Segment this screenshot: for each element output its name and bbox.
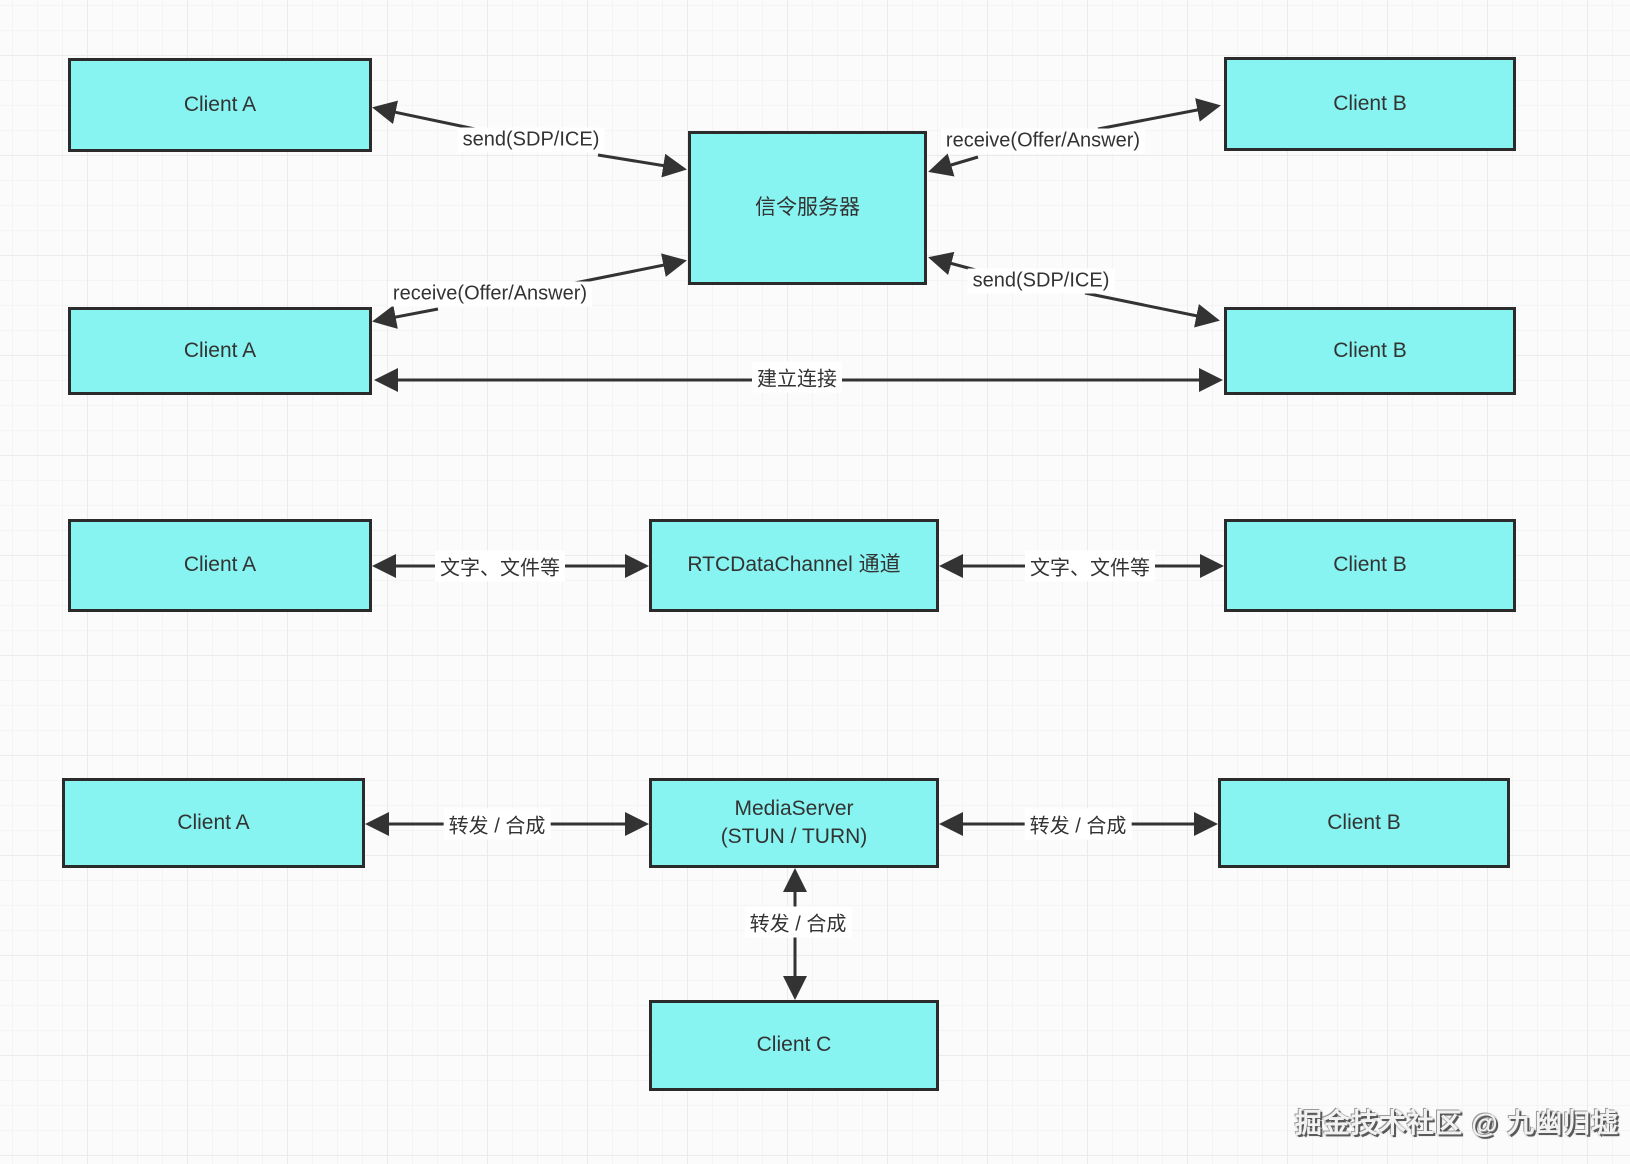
edge-label-receive-offer-left: receive(Offer/Answer) [387, 281, 593, 307]
node-label: Client C [756, 1033, 832, 1057]
node-rtc-data-channel: RTCDataChannel 通道 [649, 519, 939, 612]
node-label: Client A [177, 810, 250, 834]
edge-label-send-sdp-left: send(SDP/ICE) [457, 127, 605, 153]
node-label: Client B [1333, 91, 1407, 115]
node-client-a-row2: Client A [68, 307, 372, 395]
media-server-line2: (STUN / TURN) [720, 825, 868, 848]
node-label: Client A [183, 338, 257, 362]
edge-send-sdp-to-clienta1 [372, 100, 476, 131]
media-server-line1: MediaServer [734, 796, 854, 820]
edge-label-forward-compose-left: 转发 / 合成 [443, 808, 551, 840]
edge-label-text-files-left: 文字、文件等 [435, 550, 565, 582]
edge-label-forward-compose-right: 转发 / 合成 [1024, 808, 1132, 840]
node-client-b-row1: Client B [1224, 57, 1516, 151]
edge-label-text-files-right: 文字、文件等 [1025, 550, 1155, 582]
node-signaling-server: 信令服务器 [688, 131, 927, 285]
node-label: RTCDataChannel 通道 [687, 553, 901, 577]
edge-receive-to-server-right [928, 153, 979, 177]
node-client-b-row4: Client B [1218, 778, 1510, 868]
node-label: Client B [1333, 338, 1407, 362]
edge-label-forward-compose-down: 转发 / 合成 [744, 906, 852, 938]
node-label: Client A [183, 92, 257, 116]
node-label: Client A [183, 553, 257, 577]
node-label: 信令服务器 [755, 195, 860, 219]
node-label: Client B [1333, 553, 1407, 577]
node-client-a-row1: Client A [68, 58, 372, 152]
edge-send-to-clientb2 [1084, 291, 1220, 328]
edge-receive-to-clientb1 [1097, 98, 1221, 131]
node-label: Client B [1327, 810, 1401, 834]
node-client-b-row2: Client B [1224, 307, 1516, 395]
node-client-a-row3: Client A [68, 519, 372, 612]
watermark: 掘金技术社区 @ 九幽归墟 [1294, 1108, 1620, 1139]
node-client-a-row4: Client A [62, 778, 365, 868]
node-client-c: Client C [649, 1000, 939, 1091]
edge-send-sdp-to-server [597, 153, 687, 178]
edge-label-send-sdp-right: send(SDP/ICE) [967, 268, 1115, 294]
edge-label-establish-connection: 建立连接 [752, 361, 842, 393]
node-client-b-row3: Client B [1224, 519, 1516, 612]
node-media-server: MediaServer (STUN / TURN) [649, 778, 939, 868]
edge-label-receive-offer-right: receive(Offer/Answer) [940, 128, 1146, 154]
edge-receive-to-clienta2 [372, 305, 439, 329]
node-label: MediaServer (STUN / TURN) [721, 795, 868, 852]
